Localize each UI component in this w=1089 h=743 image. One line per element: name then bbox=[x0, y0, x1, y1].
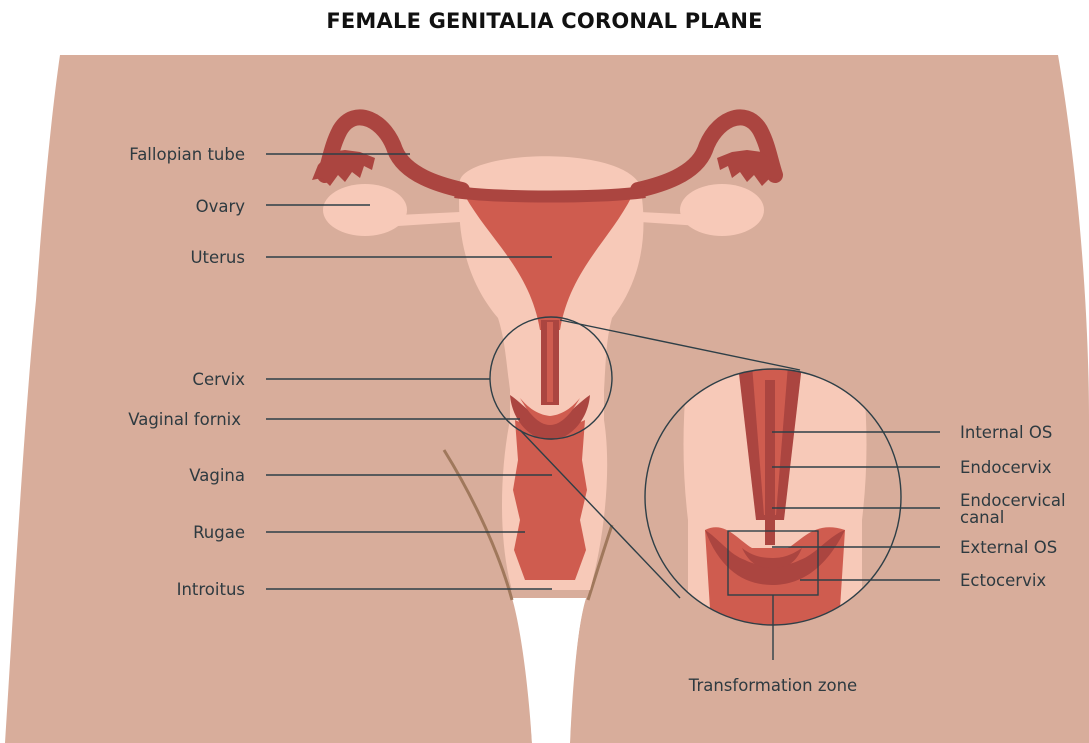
ovary-right bbox=[680, 184, 764, 236]
label-introitus: Introitus bbox=[177, 580, 245, 599]
label-cervix: Cervix bbox=[192, 370, 245, 389]
label-internal-os: Internal OS bbox=[960, 423, 1052, 442]
cervical-canal-inner bbox=[547, 322, 553, 402]
label-endocervical-canal-line2: canal bbox=[960, 508, 1004, 527]
label-vagina: Vagina bbox=[189, 466, 245, 485]
label-ectocervix: Ectocervix bbox=[960, 571, 1046, 590]
label-vaginal-fornix: Vaginal fornix bbox=[128, 410, 241, 429]
label-ovary: Ovary bbox=[196, 197, 246, 216]
label-external-os: External OS bbox=[960, 538, 1057, 557]
ovary-left bbox=[323, 184, 407, 236]
vagina-canal bbox=[513, 420, 587, 580]
label-rugae: Rugae bbox=[193, 523, 245, 542]
tube-fundus bbox=[455, 192, 645, 197]
label-transformation-zone: Transformation zone bbox=[688, 676, 857, 695]
label-uterus: Uterus bbox=[190, 248, 245, 267]
label-endocervix: Endocervix bbox=[960, 458, 1052, 477]
label-fallopian-tube: Fallopian tube bbox=[129, 145, 245, 164]
